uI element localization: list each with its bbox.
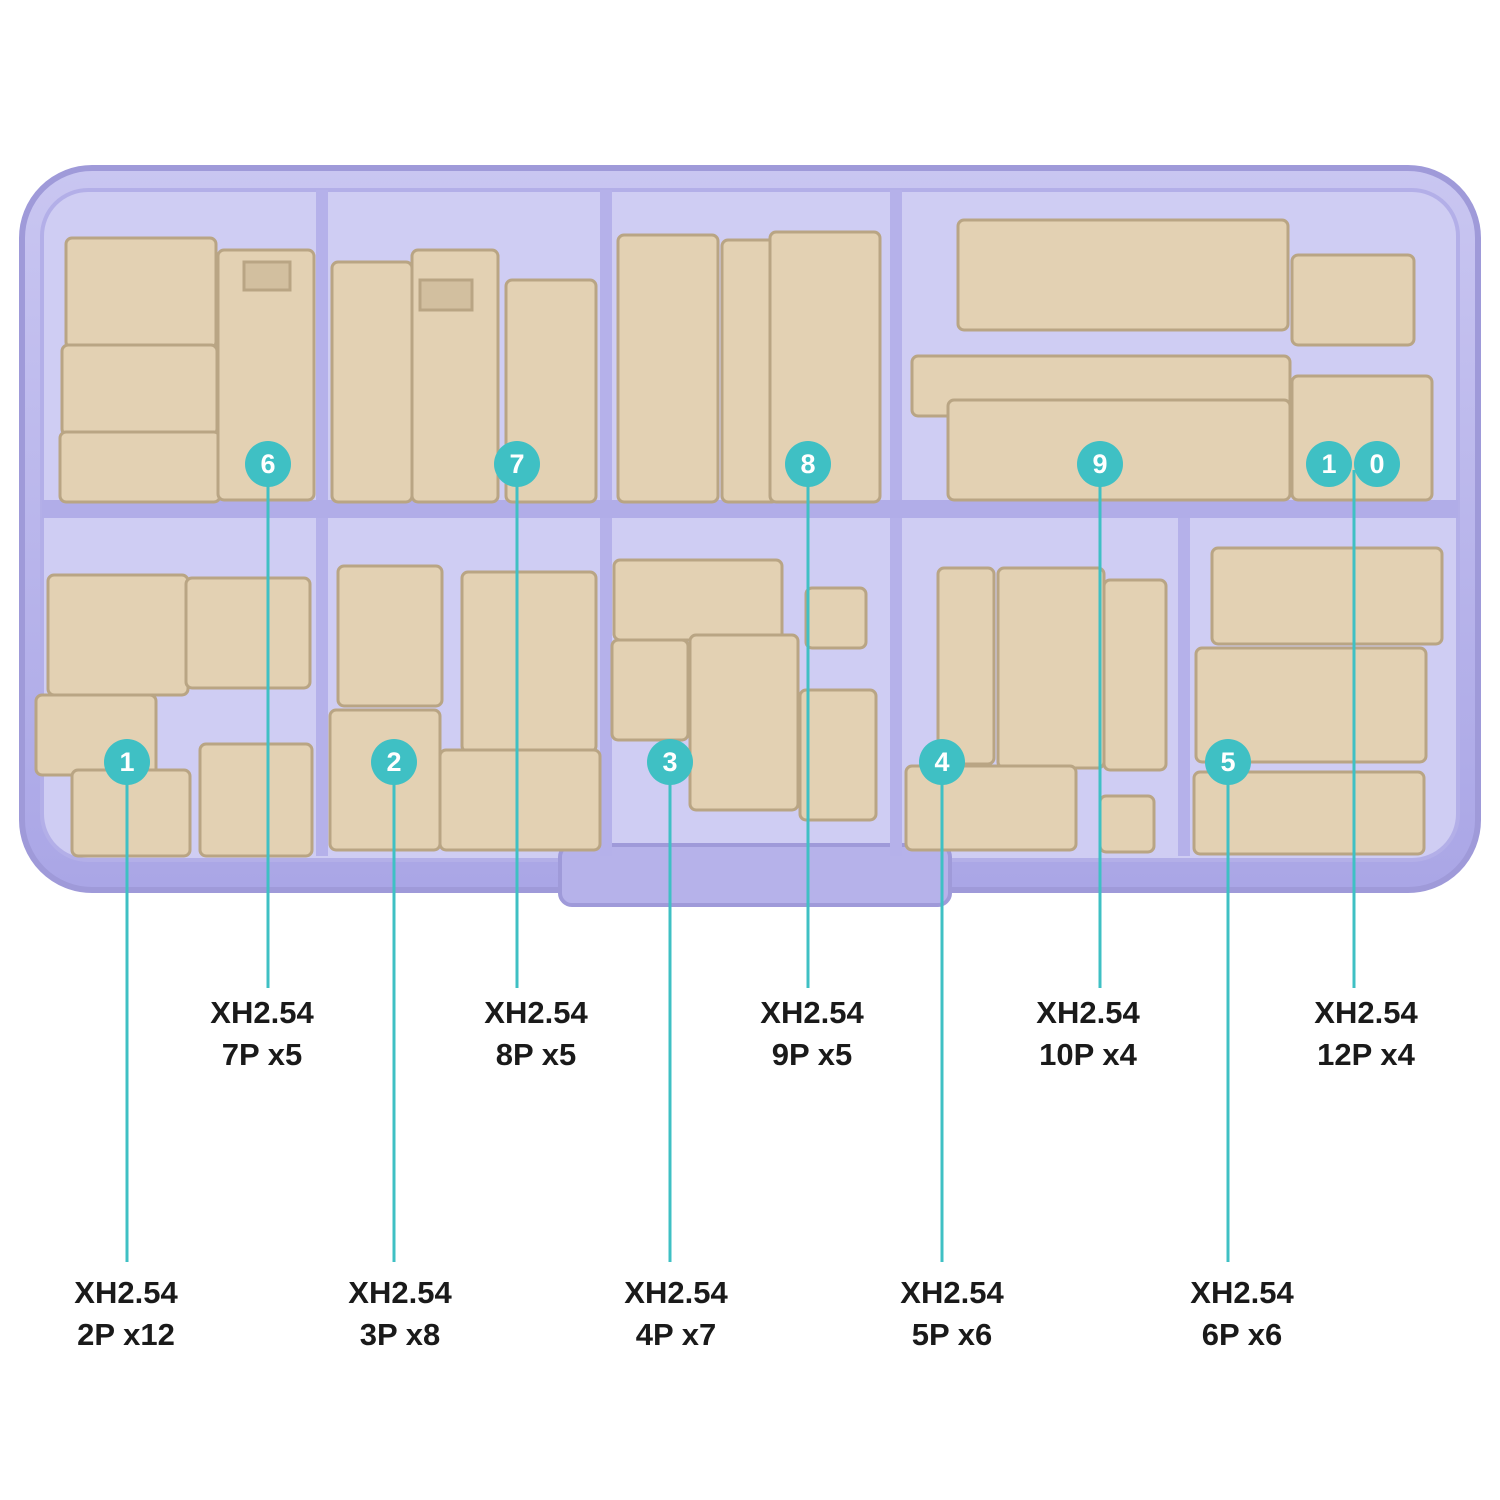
- label-series: XH2.54: [900, 1275, 1004, 1310]
- connector-housing: [798, 688, 878, 822]
- connector-housing: [1102, 578, 1168, 772]
- label-6p: XH2.54 6P x6: [1122, 1272, 1362, 1356]
- callout-badge-1: 1: [104, 739, 150, 785]
- callout-badge-6: 6: [245, 441, 291, 487]
- connectors-compartment-8p: [330, 248, 598, 504]
- label-7p: XH2.54 7P x5: [142, 992, 382, 1076]
- connector-housing: [184, 576, 312, 690]
- connector-housing: [996, 566, 1106, 770]
- connectors-compartment-5p: [904, 566, 1168, 854]
- vertical-divider: [600, 518, 612, 856]
- label-series: XH2.54: [1314, 995, 1418, 1030]
- label-series: XH2.54: [484, 995, 588, 1030]
- connector-housing: [616, 233, 720, 504]
- label-spec: 4P x7: [635, 1317, 717, 1352]
- connector-housing: [198, 742, 314, 858]
- connector-housing: [946, 398, 1292, 502]
- label-spec: 7P x5: [221, 1037, 303, 1072]
- connector-housing: [330, 260, 414, 504]
- horizontal-divider: [42, 500, 1458, 518]
- connectors-compartment-3p: [328, 564, 602, 852]
- connector-housing: [904, 764, 1078, 852]
- connector-housing: [610, 638, 690, 742]
- callout-badge-2: 2: [371, 739, 417, 785]
- callout-lines: [125, 470, 1356, 1262]
- connector-housing: [58, 430, 222, 504]
- callout-badge-5: 5: [1205, 739, 1251, 785]
- label-series: XH2.54: [1036, 995, 1140, 1030]
- callout-badge-10-digit-1: 1: [1306, 441, 1352, 487]
- label-spec: 10P x4: [1039, 1037, 1137, 1072]
- callout-badge-9: 9: [1077, 441, 1123, 487]
- label-series: XH2.54: [760, 995, 864, 1030]
- connector-housing: [688, 633, 800, 812]
- connector-housing: [216, 248, 316, 502]
- label-2p: XH2.54 2P x12: [6, 1272, 246, 1356]
- connector-housing: [336, 564, 444, 708]
- connector-housing: [612, 558, 784, 642]
- connector-housing: [768, 230, 882, 504]
- connector-housing: [804, 586, 868, 650]
- connectors-compartment-4p: [610, 558, 878, 822]
- callout-badge-10-digit-0: 0: [1354, 441, 1400, 487]
- vertical-divider: [316, 190, 328, 500]
- label-5p: XH2.54 5P x6: [832, 1272, 1072, 1356]
- box-front-lip: [558, 843, 952, 907]
- label-spec: 2P x12: [77, 1317, 175, 1352]
- connector-housing: [438, 748, 602, 852]
- connector-housing: [1290, 253, 1416, 347]
- connector-housing: [60, 343, 219, 437]
- vertical-divider: [600, 190, 612, 500]
- label-9p: XH2.54 9P x5: [692, 992, 932, 1076]
- vertical-divider: [890, 190, 902, 500]
- label-12p: XH2.54 12P x4: [1246, 992, 1486, 1076]
- label-10p: XH2.54 10P x4: [968, 992, 1208, 1076]
- label-spec: 8P x5: [495, 1037, 577, 1072]
- callout-badge-4: 4: [919, 739, 965, 785]
- label-spec: 9P x5: [771, 1037, 853, 1072]
- vertical-divider: [1178, 518, 1190, 856]
- label-series: XH2.54: [74, 1275, 178, 1310]
- connectors-compartment-7p: [58, 236, 316, 504]
- vertical-divider: [316, 518, 328, 856]
- connectors-compartment-9p: [616, 230, 882, 504]
- callout-badge-7: 7: [494, 441, 540, 487]
- label-4p: XH2.54 4P x7: [556, 1272, 796, 1356]
- label-series: XH2.54: [348, 1275, 452, 1310]
- connector-housing: [936, 566, 996, 766]
- vertical-divider: [890, 518, 902, 856]
- label-series: XH2.54: [1190, 1275, 1294, 1310]
- connector-slot: [242, 260, 292, 292]
- label-series: XH2.54: [210, 995, 314, 1030]
- connector-slot: [418, 278, 474, 312]
- label-spec: 3P x8: [359, 1317, 441, 1352]
- label-spec: 5P x6: [911, 1317, 993, 1352]
- connector-housing: [64, 236, 218, 350]
- connector-housing: [46, 573, 190, 697]
- connector-housing: [1098, 794, 1156, 854]
- label-spec: 12P x4: [1317, 1037, 1415, 1072]
- label-8p: XH2.54 8P x5: [416, 992, 656, 1076]
- connector-housing: [460, 570, 598, 754]
- label-3p: XH2.54 3P x8: [280, 1272, 520, 1356]
- connector-housing: [1210, 546, 1444, 646]
- label-series: XH2.54: [624, 1275, 728, 1310]
- connector-housing: [1194, 646, 1428, 764]
- label-spec: 6P x6: [1201, 1317, 1283, 1352]
- connectors-compartment-6p: [1192, 546, 1444, 856]
- callout-badge-3: 3: [647, 739, 693, 785]
- connector-housing: [1192, 770, 1426, 856]
- connector-housing: [410, 248, 500, 504]
- callout-badge-8: 8: [785, 441, 831, 487]
- connector-housing: [956, 218, 1290, 332]
